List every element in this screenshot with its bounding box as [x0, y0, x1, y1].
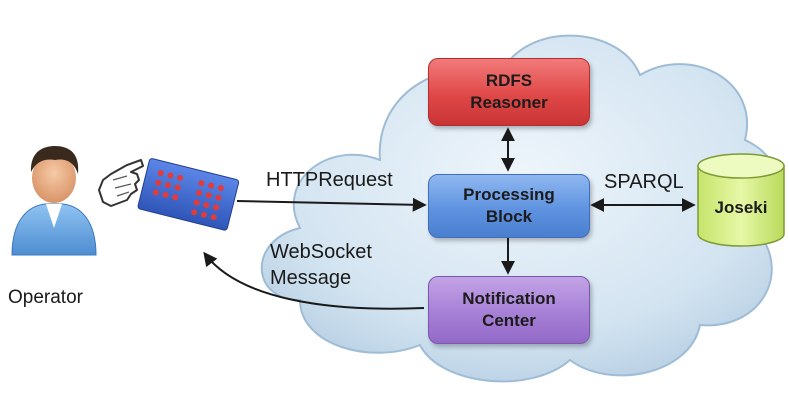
person-icon: [11, 146, 97, 256]
notification-line1: Notification: [462, 289, 556, 308]
notification-center-box: Notification Center: [428, 276, 590, 344]
operator-label: Operator: [8, 287, 83, 308]
pointing-hand-icon: [98, 159, 144, 207]
http-request-label: HTTPRequest: [266, 169, 393, 191]
http-request-arrow: [236, 197, 427, 212]
database-cylinder-icon: [697, 153, 785, 247]
websocket-label-line2: Message: [270, 267, 352, 289]
processing-line1: Processing: [463, 185, 555, 204]
processing-line2: Block: [485, 207, 533, 226]
websocket-message-arrow: [203, 251, 425, 310]
rdfs-line2: Reasoner: [470, 93, 548, 112]
keypad-icon: [137, 158, 240, 231]
rdfs-line1: RDFS: [485, 71, 533, 90]
arrows: [203, 127, 696, 310]
sparql-label: SPARQL: [604, 171, 684, 193]
processing-block-box: Processing Block: [428, 174, 590, 238]
rdfs-reasoner-box: RDFS Reasoner: [428, 58, 590, 126]
websocket-label-line1: WebSocket: [270, 241, 372, 263]
joseki-label: Joseki: [714, 198, 768, 217]
notification-line2: Center: [482, 311, 536, 330]
